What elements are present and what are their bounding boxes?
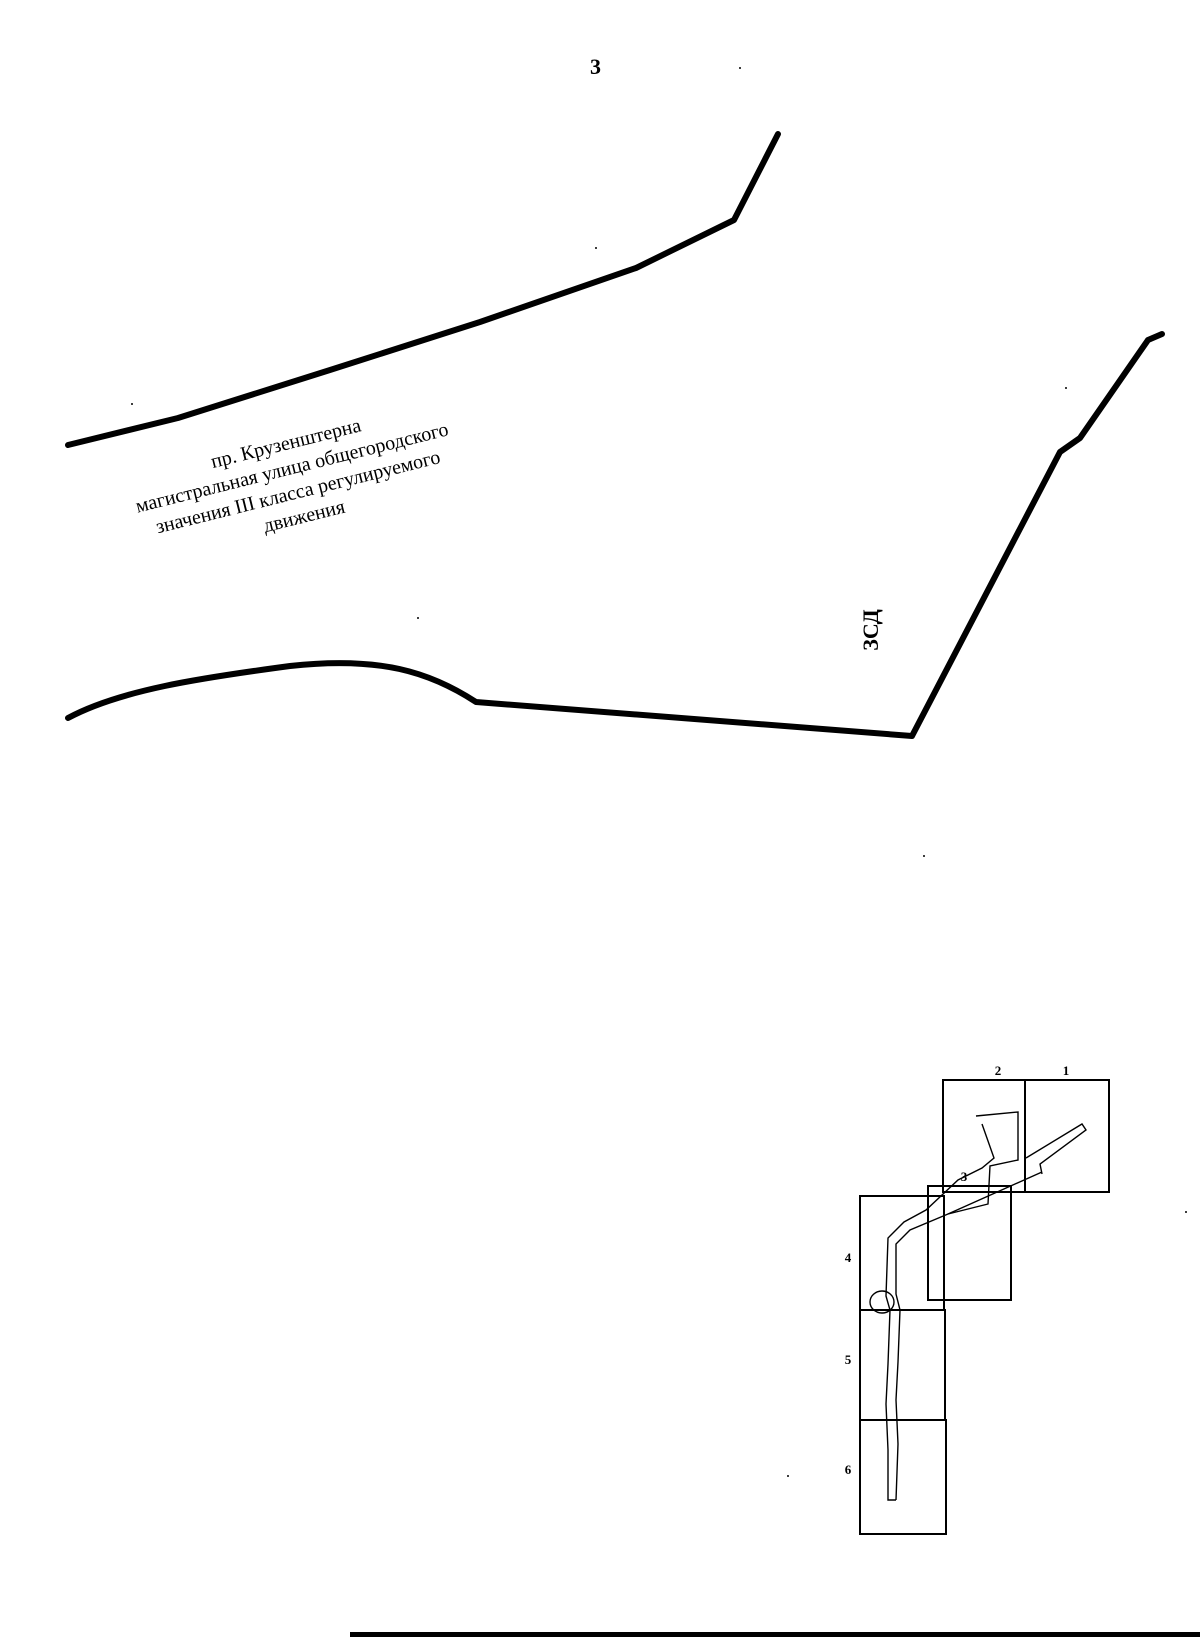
route-node [869, 1290, 895, 1314]
scan-speck [131, 403, 133, 405]
sheet-frame-5 [859, 1309, 946, 1421]
scan-speck [923, 855, 925, 857]
scan-speck [787, 1475, 789, 1477]
route-outline [895, 1111, 1019, 1501]
route-connector [947, 1171, 1043, 1215]
sheet-frame-1 [1024, 1079, 1110, 1193]
scan-speck [1065, 387, 1067, 389]
sheet-frame-6 [859, 1419, 947, 1535]
road-boundary-south [65, 331, 1165, 739]
sheet-number-6: 6 [845, 1462, 852, 1477]
page-number: 3 [590, 54, 601, 79]
sheet-number-3: 3 [961, 1169, 968, 1184]
sheet-frame-3-highlighted [927, 1185, 1012, 1301]
sheet-frame-2 [942, 1079, 1026, 1193]
sheet-number-2: 2 [995, 1063, 1002, 1078]
route-outline-inner [885, 1123, 995, 1501]
sheet-index-map: 2 1 3 4 5 6 [845, 1063, 1110, 1535]
sheet-frame-4 [859, 1195, 945, 1311]
scan-speck [417, 617, 419, 619]
route-branch-east [1025, 1123, 1087, 1175]
bottom-scan-edge [350, 1632, 1200, 1637]
scan-speck [739, 67, 741, 69]
scan-speck [595, 247, 597, 249]
sheet-number-4: 4 [845, 1250, 852, 1265]
road-boundary-north [65, 131, 781, 448]
sheet-number-5: 5 [845, 1352, 852, 1367]
zsd-label: ЗСД [858, 609, 883, 651]
scan-speck [1185, 1211, 1187, 1213]
sheet-number-1: 1 [1063, 1063, 1070, 1078]
